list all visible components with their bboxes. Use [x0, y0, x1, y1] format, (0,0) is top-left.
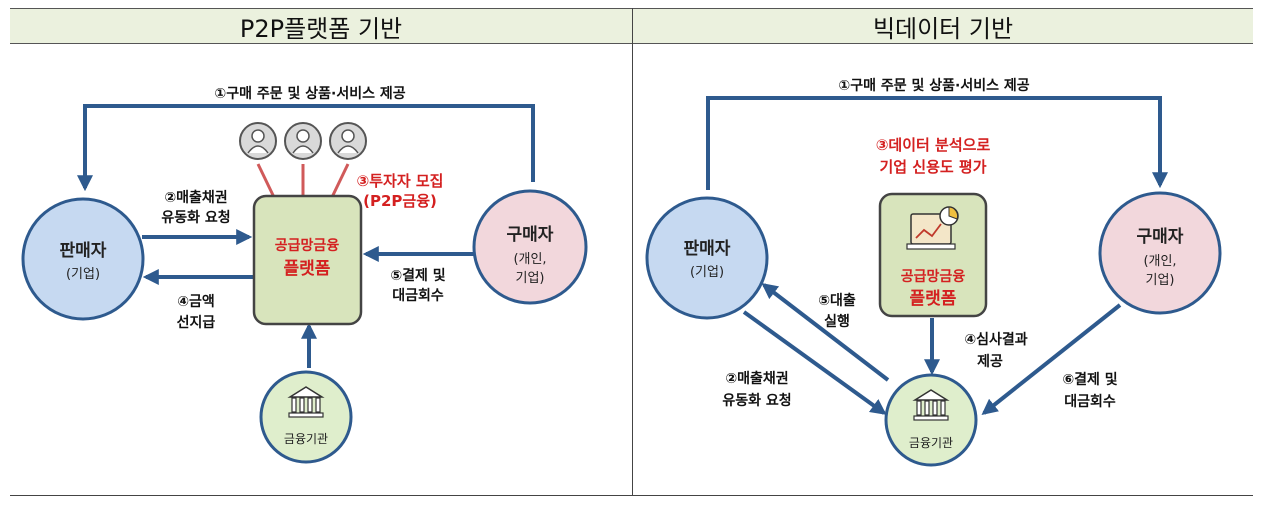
bank-node-right: 금융기관: [884, 373, 978, 467]
order-arrow-right: [706, 96, 1168, 190]
seller-sub: (기업): [66, 267, 100, 282]
platform-line-2: 플랫폼: [284, 259, 331, 279]
advance-label-2: 선지급: [177, 315, 216, 331]
bank-icon: [912, 389, 950, 421]
buyer-node-right: 구매자 (개인, 기업): [1098, 191, 1222, 315]
left-panel: ①구매 주문 및 상품·서비스 제공 ②매출채권 유동화 요청 ④금액 선지급 …: [21, 85, 588, 464]
review-label-1: ④심사결과: [964, 331, 1027, 348]
platform-node-right: 공급망금융 플랫폼: [878, 192, 988, 318]
platform-line-1: 공급망금융: [275, 237, 340, 254]
seller-node: 판매자 (기업): [21, 197, 145, 321]
seller-title-right: 판매자: [684, 239, 731, 259]
divider-vertical: [632, 8, 633, 496]
buyer-title: 구매자: [507, 225, 554, 245]
bank-label-right: 금융기관: [909, 436, 953, 450]
buyer-title-right: 구매자: [1137, 227, 1184, 247]
bank-label: 금융기관: [284, 432, 328, 446]
loan-label-2: 실행: [824, 314, 850, 330]
investor-label-2: (P2P금융): [363, 192, 437, 210]
loan-label-1: ⑤대출: [818, 292, 856, 309]
order-label-right: ①구매 주문 및 상품·서비스 제공: [838, 77, 1029, 94]
analytics-icon: [906, 206, 959, 250]
order-label: ①구매 주문 및 상품·서비스 제공: [214, 85, 405, 102]
seller-sub-right: (기업): [690, 265, 724, 280]
platform-node: 공급망금융 플랫폼: [252, 194, 363, 326]
receivable-arrow-right: [742, 310, 887, 415]
receivable-label-right-2: 유동화 요청: [722, 393, 791, 409]
bank-icon: [287, 386, 325, 418]
buyer-sub-2: 기업): [516, 271, 545, 286]
receivable-label-right-1: ②매출채권: [725, 370, 788, 387]
review-label-2: 제공: [977, 354, 1003, 370]
payment-label-right-2: 대금회수: [1064, 394, 1116, 410]
receivable-label-1: ②매출채권: [164, 189, 227, 206]
seller-title: 판매자: [60, 241, 107, 261]
buyer-node: 구매자 (개인, 기업): [472, 189, 588, 305]
payment-arrow-right: [981, 303, 1122, 415]
analysis-label-1: ③데이터 분석으로: [876, 136, 991, 154]
platform-line-right-2: 플랫폼: [910, 289, 957, 309]
header-p2p: P2P플랫폼 기반: [10, 8, 632, 44]
order-arrow-left: [77, 104, 535, 192]
platform-line-right-1: 공급망금융: [901, 268, 966, 285]
receivable-label-2: 유동화 요청: [161, 210, 230, 226]
seller-node-right: 판매자 (기업): [645, 196, 769, 320]
person-icon: [239, 122, 277, 160]
person-icon: [284, 122, 322, 160]
buyer-sub-1: (개인,: [513, 252, 546, 267]
payment-label-2: 대금회수: [392, 288, 444, 304]
analysis-label-2: 기업 신용도 평가: [879, 158, 986, 176]
loan-arrow: [761, 283, 890, 382]
right-panel: ①구매 주문 및 상품·서비스 제공 ③데이터 분석으로 기업 신용도 평가 ⑤…: [645, 77, 1222, 467]
divider-bottom: [10, 495, 1253, 496]
header-bigdata: 빅데이터 기반: [633, 8, 1253, 44]
buyer-sub-right-2: 기업): [1146, 273, 1175, 288]
payment-label-1: ⑤결제 및: [390, 267, 445, 284]
investor-label-1: ③투자자 모집: [357, 172, 444, 190]
advance-label-1: ④금액: [177, 293, 215, 310]
person-icon: [329, 122, 367, 160]
buyer-sub-right-1: (개인,: [1143, 254, 1176, 269]
bank-node: 금융기관: [259, 370, 353, 464]
payment-label-right-1: ⑥결제 및: [1062, 371, 1117, 388]
